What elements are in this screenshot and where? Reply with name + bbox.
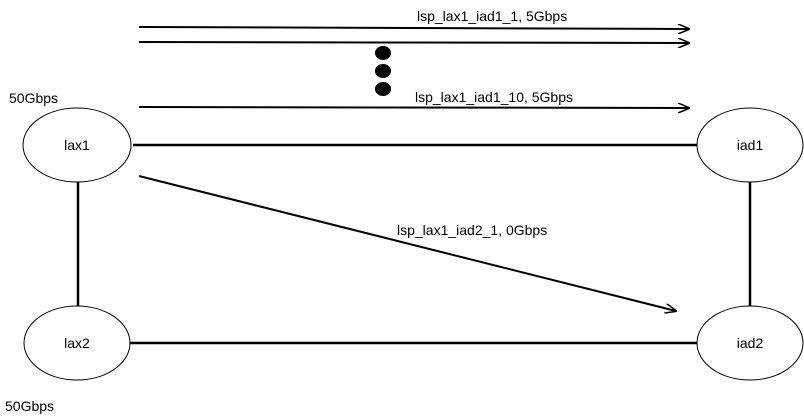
lsp-arrow-lax1-iad1-1	[138, 27, 689, 29]
node-iad1[interactable]: iad1	[696, 107, 804, 183]
capacity-label-lax1: 50Gbps	[9, 90, 58, 106]
ellipsis-dot	[375, 64, 391, 78]
lsp-arrow-lax1-iad1-2	[138, 42, 689, 43]
lsp-label-lax1-iad2-1: lsp_lax1_iad2_1, 0Gbps	[397, 222, 547, 238]
node-lax2-shape	[23, 305, 131, 381]
node-iad1-shape	[696, 107, 804, 183]
node-lax1-shape	[22, 107, 132, 183]
node-lax2-label: lax2	[64, 335, 90, 351]
node-iad2-label: iad2	[737, 335, 764, 351]
node-lax2[interactable]: lax2	[23, 305, 131, 381]
capacity-label-lax2: 50Gbps	[5, 398, 54, 414]
node-lax1[interactable]: lax1	[22, 107, 132, 183]
node-iad2-shape	[696, 305, 804, 381]
node-iad1-label: iad1	[737, 137, 764, 153]
node-iad2[interactable]: iad2	[696, 305, 804, 381]
lsp-label-lax1-iad1-1: lsp_lax1_iad1_1, 5Gbps	[417, 8, 567, 24]
lsp-label-lax1-iad1-10: lsp_lax1_iad1_10, 5Gbps	[415, 89, 573, 105]
lsp-arrow-lax1-iad2-1	[138, 175, 676, 311]
lsp-arrow-lax1-iad1-10	[138, 107, 689, 108]
node-lax1-label: lax1	[64, 137, 90, 153]
ellipsis-dot	[375, 82, 391, 96]
ellipsis-dot	[375, 46, 391, 60]
